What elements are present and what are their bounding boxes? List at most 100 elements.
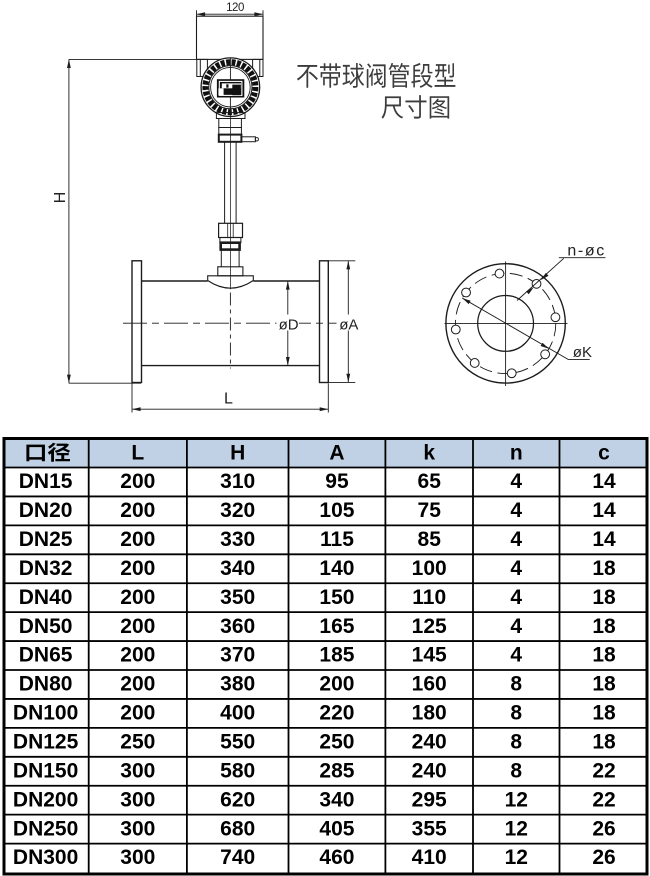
svg-text:A: A (329, 442, 344, 465)
svg-text:340: 340 (319, 788, 354, 811)
svg-text:300: 300 (120, 759, 155, 782)
svg-text:DN65: DN65 (19, 644, 73, 667)
svg-text:220: 220 (319, 702, 354, 725)
svg-text:250: 250 (120, 730, 155, 753)
svg-text:H: H (52, 192, 69, 204)
svg-text:360: 360 (220, 615, 255, 638)
svg-text:65: 65 (418, 470, 442, 493)
svg-text:200: 200 (120, 702, 155, 725)
svg-text:105: 105 (319, 499, 354, 522)
svg-text:340: 340 (220, 557, 255, 580)
svg-text:550: 550 (220, 730, 255, 753)
svg-text:330: 330 (220, 528, 255, 551)
svg-text:200: 200 (120, 470, 155, 493)
svg-text:H: H (230, 442, 245, 465)
svg-text:n: n (510, 442, 523, 465)
svg-text:405: 405 (319, 817, 354, 840)
svg-text:k: k (423, 442, 435, 465)
svg-text:320: 320 (220, 499, 255, 522)
svg-text:14: 14 (592, 499, 616, 522)
svg-text:200: 200 (120, 499, 155, 522)
svg-text:300: 300 (120, 788, 155, 811)
svg-text:185: 185 (319, 644, 354, 667)
svg-text:295: 295 (412, 788, 447, 811)
svg-text:12: 12 (505, 817, 528, 840)
svg-text:140: 140 (319, 557, 354, 580)
svg-text:350: 350 (220, 586, 255, 609)
svg-text:410: 410 (412, 846, 447, 869)
svg-text:4: 4 (510, 499, 522, 522)
svg-text:460: 460 (319, 846, 354, 869)
svg-text:18: 18 (592, 702, 616, 725)
svg-text:DN32: DN32 (19, 557, 73, 580)
svg-text:370: 370 (220, 644, 255, 667)
svg-text:200: 200 (120, 615, 155, 638)
svg-text:8: 8 (510, 730, 522, 753)
svg-text:DN20: DN20 (19, 499, 73, 522)
svg-text:14: 14 (592, 528, 616, 551)
svg-text:øA: øA (339, 317, 358, 334)
svg-text:DN15: DN15 (19, 470, 73, 493)
svg-text:DN25: DN25 (19, 528, 73, 551)
svg-text:DN100: DN100 (13, 702, 78, 725)
svg-text:4: 4 (510, 586, 522, 609)
svg-text:4: 4 (510, 470, 522, 493)
svg-text:95: 95 (325, 470, 349, 493)
svg-text:165: 165 (319, 615, 354, 638)
svg-text:14: 14 (592, 470, 616, 493)
svg-text:18: 18 (592, 615, 616, 638)
svg-text:300: 300 (120, 846, 155, 869)
svg-text:200: 200 (120, 528, 155, 551)
svg-text:18: 18 (592, 730, 616, 753)
svg-text:12: 12 (505, 846, 528, 869)
svg-text:18: 18 (592, 644, 616, 667)
svg-text:DN40: DN40 (19, 586, 73, 609)
svg-text:145: 145 (412, 644, 447, 667)
svg-text:310: 310 (220, 470, 255, 493)
svg-text:120: 120 (226, 2, 244, 14)
svg-text:4: 4 (510, 644, 522, 667)
svg-text:8: 8 (510, 702, 522, 725)
svg-text:100: 100 (412, 557, 447, 580)
svg-text:250: 250 (319, 730, 354, 753)
svg-text:580: 580 (220, 759, 255, 782)
svg-text:240: 240 (412, 759, 447, 782)
svg-text:DN80: DN80 (19, 673, 73, 696)
svg-text:26: 26 (592, 817, 615, 840)
svg-text:200: 200 (120, 673, 155, 696)
svg-text:200: 200 (120, 644, 155, 667)
svg-text:DN200: DN200 (13, 788, 78, 811)
svg-text:400: 400 (220, 702, 255, 725)
svg-text:L: L (131, 442, 144, 465)
svg-text:680: 680 (220, 817, 255, 840)
svg-text:øK: øK (573, 344, 592, 361)
svg-text:8: 8 (510, 759, 522, 782)
svg-text:12: 12 (505, 788, 528, 811)
svg-text:18: 18 (592, 673, 616, 696)
svg-text:200: 200 (120, 586, 155, 609)
svg-text:DN250: DN250 (13, 817, 78, 840)
svg-text:4: 4 (510, 557, 522, 580)
svg-text:125: 125 (412, 615, 447, 638)
svg-text:øD: øD (279, 317, 299, 334)
svg-text:c: c (598, 442, 610, 465)
svg-text:4: 4 (510, 528, 522, 551)
svg-text:L: L (224, 391, 233, 408)
svg-text:160: 160 (412, 673, 447, 696)
svg-text:180: 180 (412, 702, 447, 725)
svg-text:85: 85 (418, 528, 442, 551)
svg-text:22: 22 (592, 759, 615, 782)
svg-text:8: 8 (510, 673, 522, 696)
svg-text:4: 4 (510, 615, 522, 638)
svg-text:380: 380 (220, 673, 255, 696)
svg-text:18: 18 (592, 557, 616, 580)
svg-text:115: 115 (320, 528, 354, 551)
svg-text:DN300: DN300 (13, 846, 78, 869)
svg-text:DN50: DN50 (19, 615, 73, 638)
svg-text:620: 620 (220, 788, 255, 811)
svg-text:285: 285 (319, 759, 354, 782)
svg-text:300: 300 (120, 817, 155, 840)
svg-text:355: 355 (412, 817, 447, 840)
svg-text:22: 22 (592, 788, 615, 811)
svg-text:26: 26 (592, 846, 615, 869)
